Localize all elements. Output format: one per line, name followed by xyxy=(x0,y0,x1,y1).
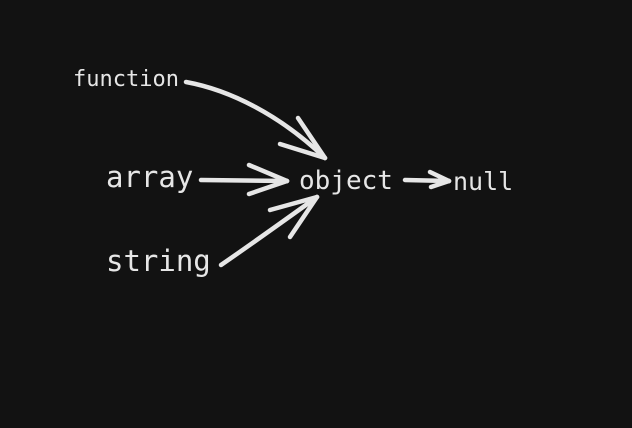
node-array: array xyxy=(106,160,194,194)
node-function: function xyxy=(73,67,179,92)
arrow-array-to-object xyxy=(198,162,290,197)
node-null: null xyxy=(453,167,514,196)
node-string: string xyxy=(106,244,211,278)
arrow-object-to-null xyxy=(402,169,452,190)
arrow-string-to-object xyxy=(218,194,320,268)
node-object: object xyxy=(299,166,393,196)
arrow-function-to-object xyxy=(183,79,328,161)
